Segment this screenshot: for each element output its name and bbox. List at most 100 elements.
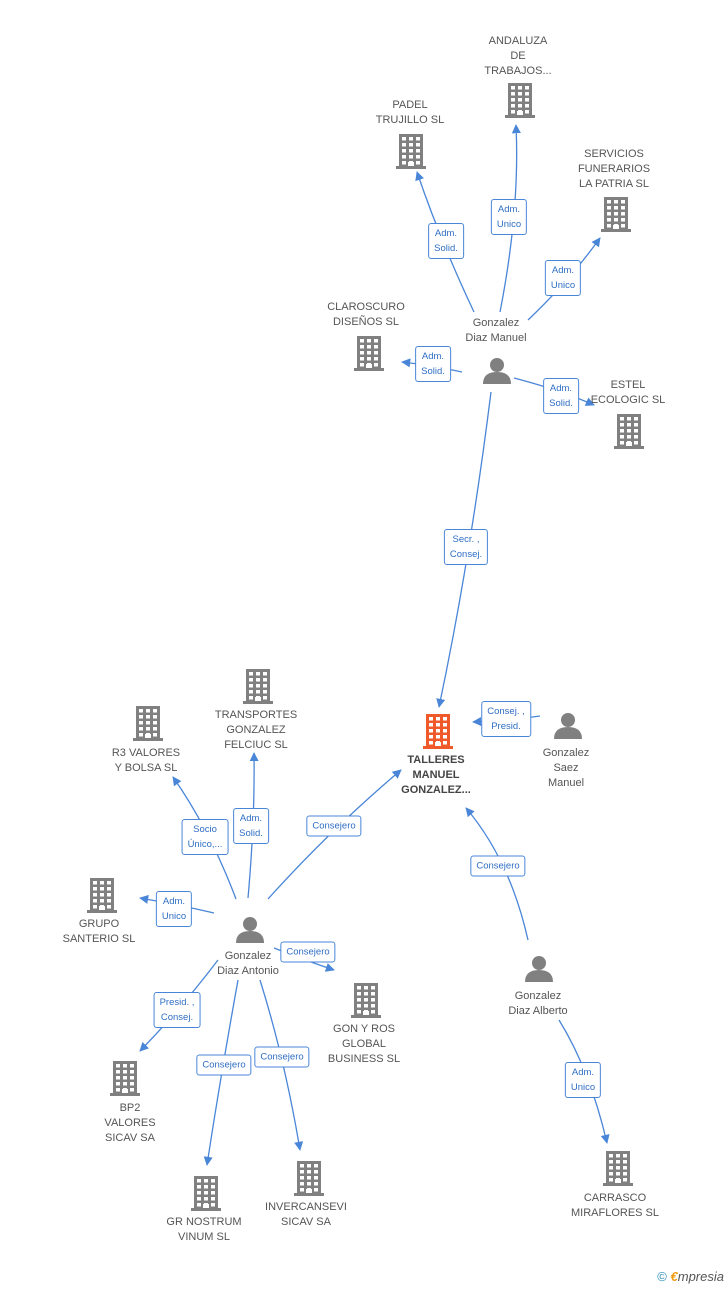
empresia-logo: €mpresia <box>670 1269 724 1284</box>
node-label-line: LA PATRIA SL <box>579 178 649 190</box>
node-label-line: Diaz Alberto <box>508 1005 568 1017</box>
edge-role-text: Adm. <box>162 896 186 907</box>
edge-role-label: Adm.Unico <box>564 1062 602 1098</box>
edge-role-text: Adm. <box>239 813 263 824</box>
edge-role-text: Unico <box>161 911 187 922</box>
edge-role-text: Único,... <box>187 839 223 850</box>
company-label-grnostrum[interactable]: GR NOSTRUM VINUM SL <box>139 1215 269 1245</box>
edge-role-text: Consej. , <box>487 706 525 717</box>
edge-role-label: Adm. Solid. <box>415 346 451 382</box>
edge-role-text: Presid. <box>491 721 521 732</box>
node-label-line: FELCIUC SL <box>224 739 288 751</box>
node-label-line: Diaz Manuel <box>465 332 527 344</box>
node-label-line: Gonzalez <box>224 950 272 962</box>
building-icon <box>351 983 381 1018</box>
building-icon <box>294 1161 324 1196</box>
node-label-line: BP2 <box>119 1102 141 1114</box>
node-label-line: R3 VALORES <box>111 747 181 759</box>
node-label-line: SANTERIO SL <box>62 933 136 945</box>
edge-role-text: Adm. <box>497 204 521 215</box>
building-icon <box>191 1176 221 1211</box>
edge-role-text: Adm. <box>421 351 445 362</box>
edge-role-text: Consejero <box>260 1051 304 1063</box>
edge-role-text: Consejero <box>476 860 520 872</box>
company-label-invercansevi[interactable]: INVERCANSEVI SICAV SA <box>241 1200 371 1230</box>
edge-role-label: Consejero <box>306 815 362 837</box>
footer-brand: © €mpresia <box>657 1269 724 1284</box>
building-icon <box>396 134 426 169</box>
edge-role-text: Secr. , <box>452 534 480 545</box>
node-label-line: CLAROSCURO <box>327 301 405 313</box>
edge-role-text: Consej. <box>160 1012 194 1023</box>
node-label-line: Gonzalez <box>514 990 562 1002</box>
node-label-line: TALLERES <box>407 754 465 766</box>
node-label-line: GRUPO <box>78 918 120 930</box>
node-label-line: GON Y ROS <box>333 1023 395 1035</box>
node-label-line: GR NOSTRUM <box>166 1216 242 1228</box>
edge-role-text: Consejero <box>202 1059 246 1071</box>
edge-role-text: Solid. <box>421 366 445 377</box>
node-label-line: ESTEL <box>610 379 646 391</box>
edge-role-text: Unico <box>496 219 522 230</box>
edge-role-text: Unico <box>570 1082 596 1093</box>
company-label-servicios[interactable]: SERVICIOS FUNERARIOS LA PATRIA SL <box>549 147 679 192</box>
edge-role-label: Secr. ,Consej. <box>443 529 489 565</box>
person-icon <box>525 956 553 982</box>
edge-role-text: Solid. <box>239 828 263 839</box>
node-label-line: Manuel <box>547 777 585 789</box>
edge-role-label: Adm. Solid. <box>233 808 269 844</box>
edge-role-label: Consej. , Presid. <box>481 701 531 737</box>
edge-role-label: Adm.Solid. <box>428 223 464 259</box>
node-label-line: ANDALUZA <box>488 35 548 47</box>
edge-role-text: Consejero <box>286 946 330 958</box>
node-label-line: Gonzalez <box>542 747 590 759</box>
node-label-line: PADEL <box>392 99 428 111</box>
edge-role-label: Consejero <box>470 855 526 877</box>
node-label-line: INVERCANSEVI <box>265 1201 347 1213</box>
node-label-line: VINUM SL <box>178 1231 230 1243</box>
edge-role-text: Presid. , <box>159 997 195 1008</box>
node-label-line: CARRASCO <box>583 1192 647 1204</box>
node-label-line: GONZALEZ... <box>401 784 471 796</box>
node-label-line: FUNERARIOS <box>577 163 651 175</box>
node-label-line: ECOLOGIC SL <box>590 394 666 406</box>
edge-role-label: Adm.Unico <box>544 260 582 296</box>
building-icon <box>601 197 631 232</box>
node-label-line: Diaz Antonio <box>217 965 279 977</box>
company-label-r3[interactable]: R3 VALORES Y BOLSA SL <box>81 746 211 776</box>
node-label-line: VALORES <box>104 1117 156 1129</box>
edge-role-label: Consejero <box>280 941 336 963</box>
node-label-line: GLOBAL <box>341 1038 387 1050</box>
node-label-line: Y BOLSA SL <box>114 762 178 774</box>
node-label-line: SERVICIOS <box>584 148 644 160</box>
node-label-line: GONZALEZ <box>226 724 286 736</box>
edge-role-label: Consejero <box>254 1046 310 1068</box>
edge-role-text: Socio <box>193 824 217 835</box>
building-icon <box>354 336 384 371</box>
node-label-line: TRUJILLO SL <box>375 114 445 126</box>
edge-role-text: Solid. <box>549 398 573 409</box>
company-label-estel[interactable]: ESTEL ECOLOGIC SL <box>563 378 693 408</box>
copyright-symbol: © <box>657 1269 667 1284</box>
edge-role-label: Adm. Unico <box>490 199 528 235</box>
building-icon <box>243 669 273 704</box>
company-label-padel[interactable]: PADEL TRUJILLO SL <box>345 98 475 128</box>
node-label-line: SICAV SA <box>281 1216 331 1228</box>
person-icon <box>236 917 264 943</box>
company-label-santerio[interactable]: GRUPO SANTERIO SL <box>34 917 164 947</box>
node-label-line: TRABAJOS... <box>484 65 552 77</box>
main-company-building-icon <box>423 714 453 749</box>
person-icon <box>554 713 582 739</box>
